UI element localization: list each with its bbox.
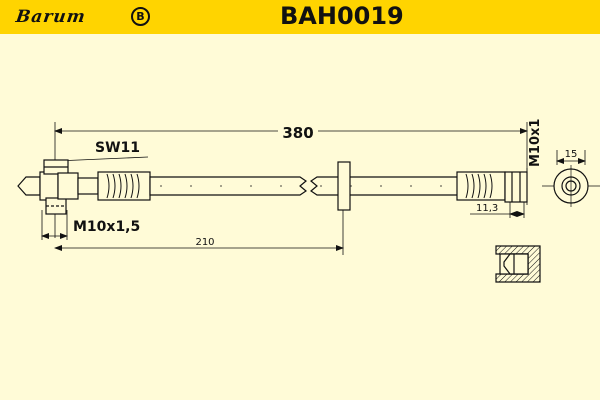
total-length-label: 380	[282, 124, 313, 142]
thread-right-label: M10x1	[528, 119, 543, 167]
offset-label: 210	[195, 237, 214, 248]
dimension-offset: 210	[54, 237, 344, 251]
header-bar: Barum B BAH0019	[0, 0, 600, 34]
part-number: BAH0019	[280, 2, 404, 30]
dimension-thread-right: M10x1	[526, 119, 543, 205]
fitting-length-label: 11,3	[476, 203, 498, 214]
wrench-size-label: SW11	[95, 140, 140, 156]
section-detail	[495, 245, 541, 283]
brake-hose	[17, 159, 528, 215]
barum-logo: Barum B	[6, 6, 154, 28]
wrench-size-callout: SW11	[55, 140, 149, 162]
dimension-fitting-length: 11,3	[470, 203, 525, 217]
dimension-thread-left: M10x1,5	[41, 219, 140, 239]
end-diameter-label: 15	[565, 149, 578, 160]
thread-left-label: M10x1,5	[73, 219, 140, 235]
end-view	[542, 165, 600, 207]
dimension-total-length: 380	[54, 120, 528, 142]
brand-badge-icon: B	[131, 7, 150, 26]
dimension-end-diameter: 15	[556, 149, 586, 164]
